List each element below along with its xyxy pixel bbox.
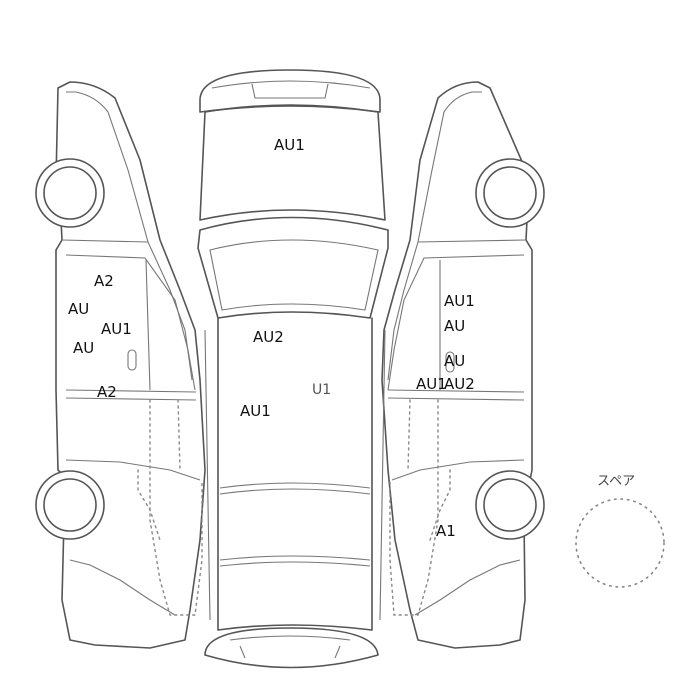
mark-left-3: AU1 — [101, 320, 132, 338]
top-view — [197, 69, 389, 669]
mark-left-5: A2 — [97, 383, 117, 401]
mark-center-3: AU1 — [240, 402, 271, 420]
mark-left-1: A2 — [94, 272, 114, 290]
mark-right-4: AU1 — [416, 375, 447, 393]
mark-center-1: AU2 — [253, 328, 284, 346]
mark-left-4: AU — [73, 339, 95, 357]
spare-tire-outline — [575, 498, 665, 588]
mark-right-3: AU — [444, 352, 466, 370]
left-side-view — [35, 81, 206, 649]
mark-left-2: AU — [68, 300, 90, 318]
mark-right-1: AU1 — [444, 292, 475, 310]
spare-label: スペア — [597, 474, 636, 489]
mark-roof: AU1 — [274, 136, 305, 154]
mark-center-2: U1 — [312, 382, 332, 398]
mark-right-2: AU — [444, 317, 466, 335]
mark-right-5: AU2 — [444, 375, 475, 393]
mark-right-6: A1 — [436, 522, 456, 540]
right-side-view — [381, 81, 545, 649]
